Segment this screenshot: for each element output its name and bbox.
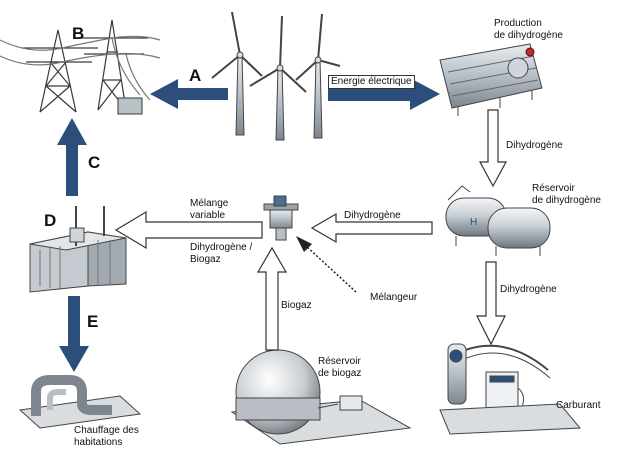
outline-arrows: [114, 109, 508, 351]
letter-d: D: [44, 211, 57, 230]
label-biogaz: Biogaz: [281, 300, 312, 311]
label-dihydrogene-2: Dihydrogène: [344, 210, 401, 221]
label-melange-variable: Mélange variable: [190, 198, 229, 221]
letter-b: B: [72, 24, 85, 43]
label-dihydrogene-biogaz: Dihydrogène / Biogaz: [190, 242, 253, 265]
arrow-a: [150, 79, 228, 109]
letter-c: C: [88, 153, 101, 172]
fuel-station-illustration: [439, 343, 582, 435]
arrow-biogaz-up: [256, 246, 288, 351]
label-reservoir-dihydrogene: Réservoir de dihydrogène: [532, 183, 601, 206]
power-plant-illustration: [29, 206, 127, 293]
biogas-dome-illustration: [230, 349, 412, 445]
label-chauffage: Chauffage des habitations: [74, 425, 139, 448]
letter-a: A: [189, 66, 202, 85]
arrow-c: [57, 118, 87, 196]
label-dihydrogene-3: Dihydrogène: [500, 284, 557, 295]
arrow-h2-down-2: [476, 261, 506, 346]
letter-e: E: [87, 312, 99, 331]
arrow-h2-left: [310, 212, 433, 244]
label-reservoir-biogaz: Réservoir de biogaz: [318, 356, 362, 379]
svg-text:H: H: [470, 217, 477, 228]
hydrogen-tank-illustration: H: [445, 185, 551, 256]
power-pylons-illustration: [0, 19, 161, 115]
melangeur-dotted-arrow: [296, 236, 357, 293]
wind-turbines-illustration: [211, 11, 341, 141]
arrow-mix-left: [114, 210, 263, 250]
label-production: Production de dihydrogène: [494, 18, 563, 41]
label-energie-electrique: Energie électrique: [328, 75, 415, 89]
hydrogen-production-illustration: [439, 43, 543, 116]
label-carburant: Carburant: [556, 400, 601, 411]
heating-pipes-illustration: [18, 375, 142, 429]
arrow-h2-down-1: [478, 109, 508, 188]
label-dihydrogene-1: Dihydrogène: [506, 140, 563, 151]
label-melangeur: Mélangeur: [370, 292, 418, 303]
arrow-e: [59, 296, 89, 372]
mixing-valve-illustration: [263, 195, 299, 241]
